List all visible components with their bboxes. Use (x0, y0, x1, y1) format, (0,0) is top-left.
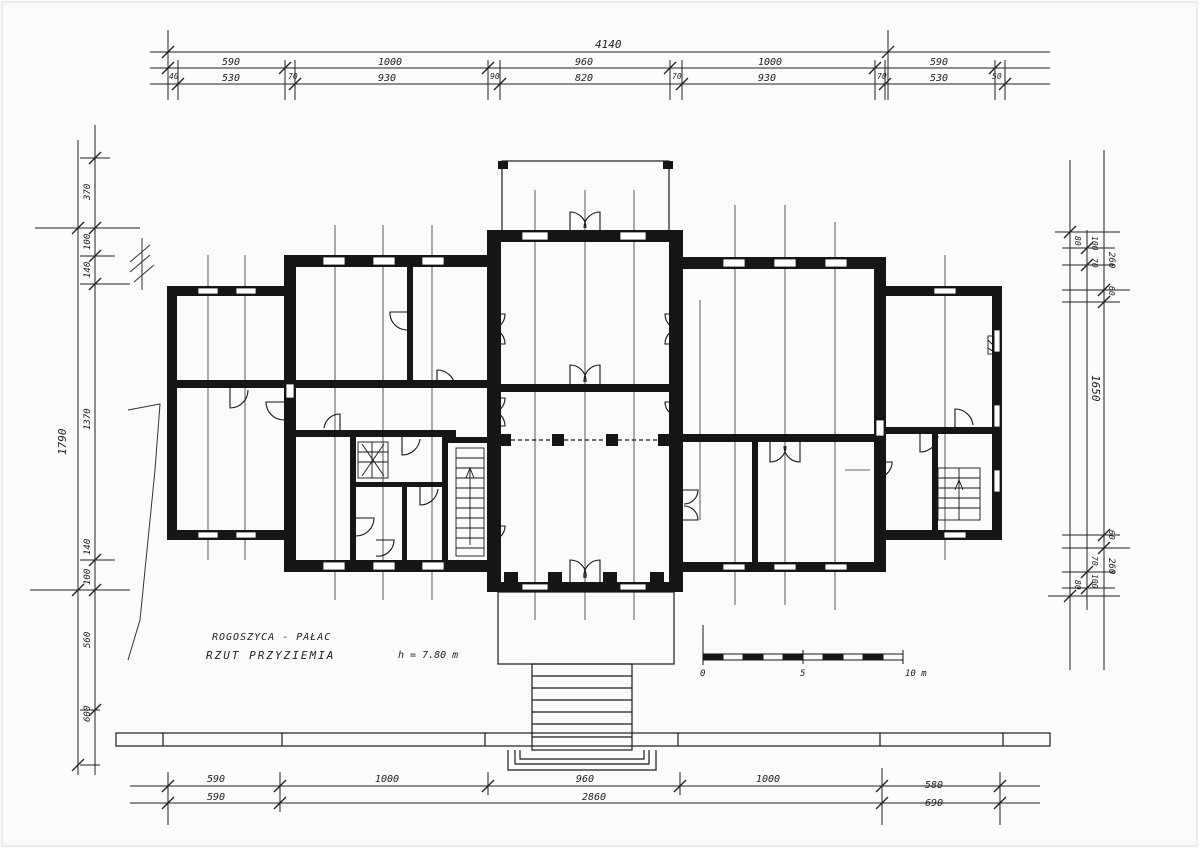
right-dim-2: 100 (1090, 236, 1099, 251)
left-dim-1: 370 (83, 184, 93, 201)
top-r2-dim-10: 530 (930, 73, 948, 84)
right-dim-6: 60 (1107, 530, 1116, 540)
top-total-dim: 4140 (595, 38, 622, 51)
stairs (357, 335, 995, 557)
left-dim-5: 140 (83, 539, 93, 555)
windows (197, 231, 1001, 591)
right-dim-4: 260 (1106, 252, 1116, 268)
top-r2-dim-3: 70 (288, 72, 298, 81)
right-total-dim: 1650 (1089, 375, 1102, 402)
top-r2-dim-5: 90 (490, 72, 500, 81)
top-r2-dim-2: 530 (222, 73, 240, 84)
pencil-marks (127, 238, 161, 661)
top-r1-dim-2: 1000 (378, 57, 402, 68)
right-dim-1: 80 (1073, 236, 1082, 246)
left-dimension-lines: 1790 370 100 140 1370 140 100 560 600 (30, 125, 140, 775)
drawing-subtitle: RZUT PRZYZIEMIA (206, 649, 335, 662)
top-r2-dim-1: 40 (169, 72, 179, 81)
building-plan (115, 160, 1051, 771)
left-dim-7: 560 (83, 632, 93, 648)
doors (229, 211, 974, 582)
top-r1-dim-3: 960 (575, 57, 593, 68)
top-r2-dim-4: 930 (378, 73, 396, 84)
scale-bar: 0 5 10 m (700, 625, 927, 679)
top-r1-dim-1: 590 (222, 57, 240, 68)
axis-lines (207, 190, 946, 620)
walls (167, 230, 1002, 592)
top-r2-dim-9: 70 (877, 72, 887, 81)
top-r2-dim-7: 70 (672, 72, 682, 81)
scale-label-0: 0 (700, 669, 705, 679)
left-dim-6: 100 (83, 569, 93, 585)
bottom-r2-dim-3: 690 (925, 798, 943, 809)
left-total-dim: 1790 (56, 428, 69, 455)
top-r1-dim-5: 590 (930, 57, 948, 68)
bottom-r1-dim-4: 1000 (756, 774, 780, 785)
right-dim-10: 80 (1073, 580, 1082, 590)
bottom-r1-dim-5: 580 (925, 780, 943, 791)
bottom-r2-dim-2: 2860 (582, 792, 606, 803)
top-dimension-lines: 4140 590 1000 960 1000 590 40 530 70 930… (150, 30, 1050, 100)
title-block: ROGOSZYCA - PAŁAC RZUT PRZYZIEMIA h = 7.… (206, 632, 458, 662)
top-r1-dim-4: 1000 (758, 57, 782, 68)
portico-piers (498, 161, 673, 169)
height-note: h = 7.80 m (398, 650, 458, 661)
bottom-r1-dim-2: 1000 (375, 774, 399, 785)
bottom-r1-dim-1: 590 (207, 774, 225, 785)
top-r2-dim-6: 820 (575, 73, 593, 84)
bottom-dimension-lines: 590 1000 960 1000 580 590 2860 690 (130, 768, 1040, 825)
right-dim-5: 60 (1107, 286, 1116, 296)
right-dim-8: 70 (1090, 556, 1099, 566)
left-dim-2: 100 (83, 234, 93, 250)
scale-label-10: 10 m (905, 669, 927, 679)
left-dim-8: 600 (83, 706, 93, 722)
left-dim-4: 1370 (83, 408, 93, 430)
left-dim-3: 140 (83, 262, 93, 278)
scale-label-5: 5 (800, 669, 805, 679)
right-dimension-lines: 1650 80 100 70 260 60 60 260 70 100 80 (1048, 150, 1130, 670)
right-dim-9: 100 (1090, 574, 1099, 589)
right-dim-3: 70 (1090, 258, 1099, 268)
top-r2-dim-8: 930 (758, 73, 776, 84)
right-dim-7: 260 (1106, 558, 1116, 574)
top-r2-dim-11: 50 (992, 72, 1002, 81)
drawing-title: ROGOSZYCA - PAŁAC (212, 632, 331, 643)
bottom-r2-dim-1: 590 (207, 792, 225, 803)
bottom-r1-dim-3: 960 (576, 774, 594, 785)
